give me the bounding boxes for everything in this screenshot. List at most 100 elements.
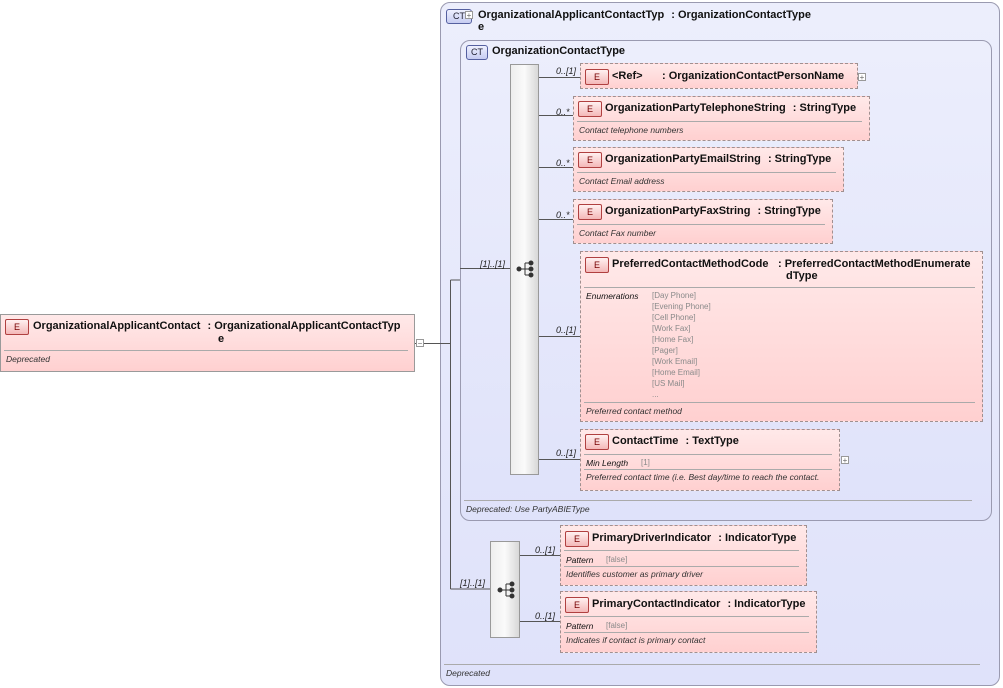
primary-contact-element-type: : IndicatorType	[727, 598, 806, 610]
sequence-cardinality: [1]..[1]	[460, 578, 486, 588]
root-element-box[interactable]	[0, 314, 415, 372]
preferred-method-annotation: Preferred contact method	[586, 406, 682, 416]
enumeration-value: [Pager]	[652, 346, 678, 355]
element-cardinality: 0..*	[556, 158, 570, 168]
inner-type-name: OrganizationContactType	[492, 45, 626, 57]
email-element-type: : StringType	[767, 153, 832, 165]
telephone-annotation: Contact telephone numbers	[579, 125, 684, 135]
email-annotation: Contact Email address	[579, 176, 665, 186]
contact-time-element-box[interactable]	[580, 429, 840, 491]
divider	[4, 350, 408, 351]
element-badge: E	[578, 152, 602, 168]
outer-type-name-text: OrganizationalApplicantContactTyp	[478, 9, 665, 21]
enumeration-value: [Home Fax]	[652, 335, 694, 344]
primary-contact-element-name-text: PrimaryContactIndicator	[592, 598, 721, 610]
element-cardinality: 0..[1]	[535, 545, 556, 555]
divider	[577, 224, 825, 225]
element-cardinality: 0..*	[556, 210, 570, 220]
divider	[464, 500, 972, 501]
inner-type-annotation: Deprecated: Use PartyABIEType	[466, 504, 590, 514]
divider	[584, 454, 832, 455]
email-element-box[interactable]	[573, 147, 844, 192]
expand-icon[interactable]: +	[841, 456, 849, 465]
fax-element-type: : StringType	[757, 205, 821, 217]
divider	[584, 402, 975, 403]
complex-type-badge: CT	[466, 45, 488, 60]
primary-driver-annotation: Identifies customer as primary driver	[566, 569, 703, 579]
telephone-element-type: : StringType	[792, 102, 857, 114]
root-element-name-text: OrganizationalApplicantContact	[33, 320, 201, 332]
divider	[564, 616, 809, 617]
primary-driver-element-type: : IndicatorType	[718, 532, 797, 544]
fax-annotation: Contact Fax number	[579, 228, 657, 238]
divider	[444, 664, 980, 665]
enumeration-value: [Work Email]	[652, 357, 698, 366]
email-element-name: OrganizationPartyEmailString : StringTyp…	[605, 153, 831, 165]
primary-driver-element-name: PrimaryDriverIndicator : IndicatorType	[592, 532, 796, 544]
element-cardinality: 0..*	[556, 107, 570, 117]
expand-icon[interactable]: +	[465, 11, 473, 20]
primary-driver-element-box[interactable]	[560, 525, 807, 586]
enumeration-value: [Day Phone]	[652, 291, 697, 300]
divider	[564, 550, 799, 551]
root-element-type: : OrganizationalApplicantContactTyp	[207, 320, 401, 332]
email-element-name-text: OrganizationPartyEmailString	[605, 153, 761, 165]
preferred-method-element-type: : PreferredContactMethodEnumerate	[778, 258, 971, 270]
preferred-method-element-box[interactable]	[580, 251, 983, 422]
facet-value: [false]	[606, 621, 628, 630]
primary-contact-element-name: PrimaryContactIndicator : IndicatorType	[592, 598, 805, 610]
element-badge: E	[565, 597, 589, 613]
enumeration-value: [Home Email]	[652, 368, 701, 377]
sequence-icon	[516, 260, 534, 278]
element-badge: E	[578, 204, 602, 220]
primary-contact-annotation: Indicates if contact is primary contact	[566, 635, 706, 645]
divider	[564, 566, 799, 567]
contact-time-element-name-text: ContactTime	[612, 435, 679, 447]
enumeration-list: [Day Phone] [Evening Phone] [Cell Phone]…	[652, 291, 772, 401]
facet-value: [false]	[606, 555, 628, 564]
enumeration-value: [Work Fax]	[652, 324, 691, 333]
fax-element-name: OrganizationPartyFaxString : StringType	[605, 205, 821, 217]
expand-icon[interactable]: +	[858, 73, 866, 82]
collapse-icon[interactable]: −	[416, 339, 424, 348]
element-badge: E	[578, 101, 602, 117]
facet-value: [1]	[641, 458, 650, 467]
primary-driver-element-name-text: PrimaryDriverIndicator	[592, 532, 712, 544]
telephone-element-name-text: OrganizationPartyTelephoneString	[605, 102, 786, 114]
telephone-element-name: OrganizationPartyTelephoneString : Strin…	[605, 102, 856, 114]
facet-label: Pattern	[566, 555, 594, 565]
element-cardinality: 0..[1]	[535, 611, 556, 621]
enumeration-value: [US Mail]	[652, 379, 685, 388]
primary-contact-element-box[interactable]	[560, 591, 817, 653]
element-badge: E	[565, 531, 589, 547]
divider	[564, 632, 809, 633]
element-badge: E	[5, 319, 29, 335]
element-cardinality: 0..[1]	[556, 325, 577, 335]
root-element-type-line2: e	[218, 333, 225, 345]
sequence-cardinality: [1]..[1]	[480, 259, 506, 269]
root-element-name: OrganizationalApplicantContact : Organiz…	[33, 320, 400, 332]
outer-type-annotation: Deprecated	[446, 668, 490, 678]
outer-type-name: OrganizationalApplicantContactTyp : Orga…	[478, 9, 811, 21]
ref-element-type: : OrganizationContactPersonName	[662, 70, 845, 82]
divider	[577, 121, 862, 122]
facet-label: Enumerations	[586, 291, 639, 301]
element-cardinality: 0..[1]	[556, 448, 577, 458]
element-badge: E	[585, 257, 609, 273]
enumeration-value: [Evening Phone]	[652, 302, 711, 311]
contact-time-annotation: Preferred contact time (i.e. Best day/ti…	[586, 472, 820, 482]
root-element-annotation: Deprecated	[6, 354, 50, 364]
element-cardinality: 0..[1]	[556, 66, 577, 76]
facet-label: Min Length	[586, 458, 629, 468]
divider	[584, 469, 832, 470]
outer-type-base: : OrganizationContactType	[671, 9, 812, 21]
element-badge: E	[585, 69, 609, 85]
divider	[584, 287, 975, 288]
enumeration-value: ...	[652, 390, 659, 399]
preferred-method-element-name: PreferredContactMethodCode	[612, 258, 769, 270]
fax-element-box[interactable]	[573, 199, 833, 244]
fax-element-name-text: OrganizationPartyFaxString	[605, 205, 751, 217]
outer-type-name-line2: e	[478, 21, 485, 33]
ref-element-box[interactable]	[580, 63, 858, 89]
telephone-element-box[interactable]	[573, 96, 870, 141]
